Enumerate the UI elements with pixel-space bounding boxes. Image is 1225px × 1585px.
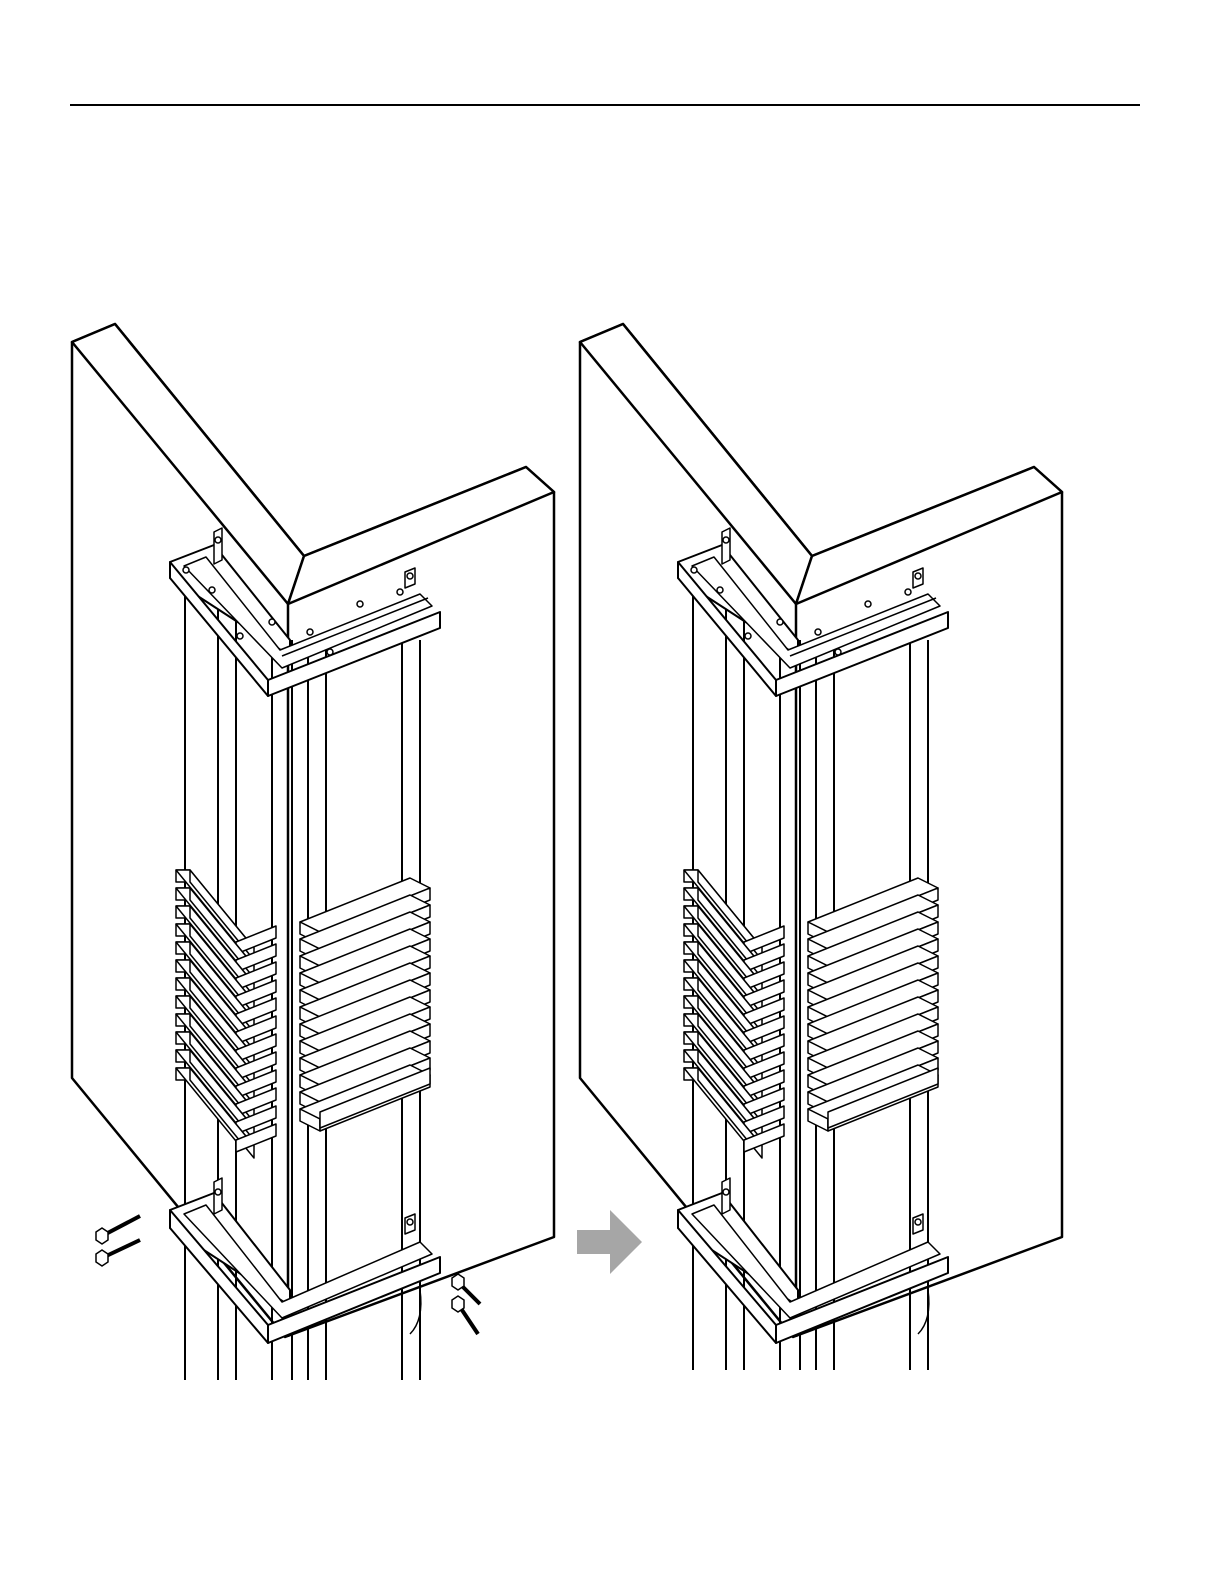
right-arrow-icon xyxy=(577,1210,642,1274)
frame-screw-hole xyxy=(397,589,403,595)
frame-screw-hole xyxy=(815,629,821,635)
frame-screw-hole xyxy=(717,587,723,593)
frame-screw-hole xyxy=(691,567,697,573)
frame-screw-hole xyxy=(865,601,871,607)
frame-screw-hole xyxy=(357,601,363,607)
frame-screw-hole xyxy=(237,633,243,639)
frame-screw-hole xyxy=(835,649,841,655)
frame-screw-hole xyxy=(183,567,189,573)
wall-outline xyxy=(580,324,1062,1337)
bolt-head-icon xyxy=(452,1296,464,1312)
top-bracket-left xyxy=(214,528,222,564)
panel-exploded-view xyxy=(72,324,554,1380)
bolt-head-icon xyxy=(452,1274,464,1290)
bolt-head-icon xyxy=(96,1228,108,1244)
bracket-hole xyxy=(407,573,413,579)
top-bracket-left xyxy=(722,528,730,564)
bracket-hole xyxy=(723,1189,729,1195)
bottom-bracket-left xyxy=(722,1178,730,1214)
bracket-hole xyxy=(723,537,729,543)
bracket-hole xyxy=(915,573,921,579)
frame-screw-hole xyxy=(905,589,911,595)
bracket-hole xyxy=(215,1189,221,1195)
wall-outline xyxy=(72,324,554,1337)
frame-screw-hole xyxy=(745,633,751,639)
bracket-hole xyxy=(215,537,221,543)
frame-screw-hole xyxy=(209,587,215,593)
frame-screw-hole xyxy=(307,629,313,635)
bracket-hole xyxy=(407,1219,413,1225)
frame-screw-hole xyxy=(327,649,333,655)
bolt-head-icon xyxy=(96,1250,108,1266)
frame-screw-hole xyxy=(777,619,783,625)
bottom-bracket-left xyxy=(214,1178,222,1214)
bracket-hole xyxy=(915,1219,921,1225)
panel-assembled-view xyxy=(580,324,1062,1370)
frame-screw-hole xyxy=(269,619,275,625)
